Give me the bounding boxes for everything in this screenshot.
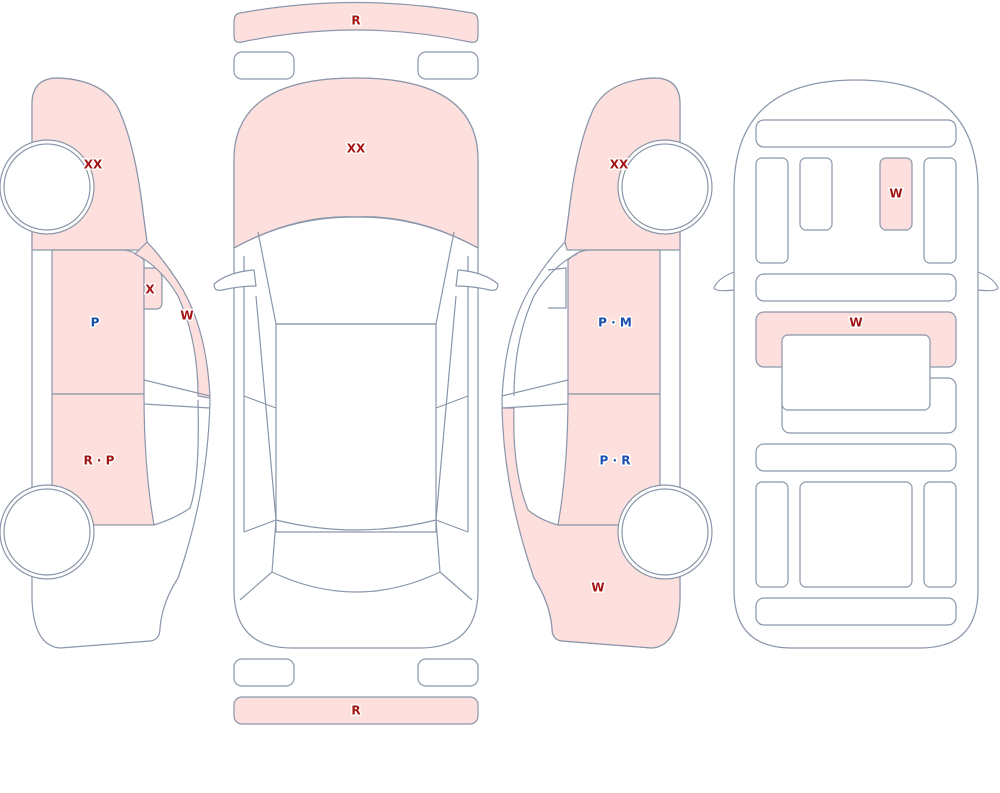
floor-panel-mid-code: W xyxy=(849,316,862,330)
underbody-right-mirror xyxy=(977,271,999,292)
left-mirror-top[interactable] xyxy=(213,269,257,291)
right-taillight xyxy=(417,658,479,687)
panel-bottom-bar[interactable] xyxy=(755,597,957,626)
panel-center-rear[interactable] xyxy=(799,481,913,588)
left-a-pillar[interactable] xyxy=(134,241,211,399)
underbody-left-mirror xyxy=(713,271,735,292)
panel-left-rear[interactable] xyxy=(755,481,789,588)
left-a-pillar-code: W xyxy=(180,309,193,323)
right-rear-quarter[interactable] xyxy=(501,407,681,649)
right-window-line xyxy=(501,253,578,409)
roof xyxy=(275,323,437,533)
left-rear-wheel xyxy=(0,484,95,580)
panel-center-inset[interactable] xyxy=(781,334,931,411)
rear-bumper-code: R xyxy=(351,704,360,718)
right-rear-wheel-rim xyxy=(621,488,709,576)
right-side-view: XX P · M P · R W xyxy=(501,77,713,649)
left-headlight xyxy=(233,51,295,80)
underbody-view: W W xyxy=(713,79,999,649)
left-mirror-code: X xyxy=(145,283,155,297)
panel-top-bar[interactable] xyxy=(755,119,957,148)
right-front-wheel-rim xyxy=(621,143,709,231)
right-mirror-top[interactable] xyxy=(455,269,499,291)
floor-panel-top[interactable] xyxy=(879,157,913,231)
hood[interactable] xyxy=(233,77,479,249)
right-front-door-code: P · M xyxy=(598,316,632,330)
side-window-lines xyxy=(239,256,473,601)
right-front-fender-code: XX xyxy=(610,158,629,172)
hood-code: XX xyxy=(347,142,366,156)
panel-crossbar-2[interactable] xyxy=(755,443,957,472)
right-rear-wheel xyxy=(617,484,713,580)
right-rear-quarter-code: W xyxy=(591,581,604,595)
right-front-wheel xyxy=(617,139,713,235)
left-rear-wheel-rim xyxy=(3,488,91,576)
left-window-line xyxy=(143,379,211,526)
panel-crossbar-1[interactable] xyxy=(755,273,957,302)
panel-right-tall[interactable] xyxy=(923,157,957,264)
left-side-view: XX P X W R · P xyxy=(0,77,211,649)
right-headlight xyxy=(417,51,479,80)
left-front-wheel-rim xyxy=(3,143,91,231)
windshield-lines xyxy=(233,216,479,325)
left-front-door-code: P xyxy=(91,316,100,330)
rear-glass xyxy=(271,519,441,593)
left-rear-door-code: R · P xyxy=(84,454,115,468)
rear-bumper[interactable] xyxy=(233,696,479,725)
right-rear-door-code: P · R xyxy=(600,454,631,468)
left-front-wheel xyxy=(0,139,95,235)
front-bumper-code: R xyxy=(351,14,360,28)
panel-right-rear[interactable] xyxy=(923,481,957,588)
left-front-fender-code: XX xyxy=(84,158,103,172)
floor-panel-top-code: W xyxy=(889,187,902,201)
panel-left-tall[interactable] xyxy=(755,157,789,264)
panel-left-inner[interactable] xyxy=(799,157,833,231)
left-taillight xyxy=(233,658,295,687)
right-front-door[interactable] xyxy=(567,249,661,395)
top-view: R XX R xyxy=(213,1,499,725)
front-bumper[interactable] xyxy=(233,1,479,43)
